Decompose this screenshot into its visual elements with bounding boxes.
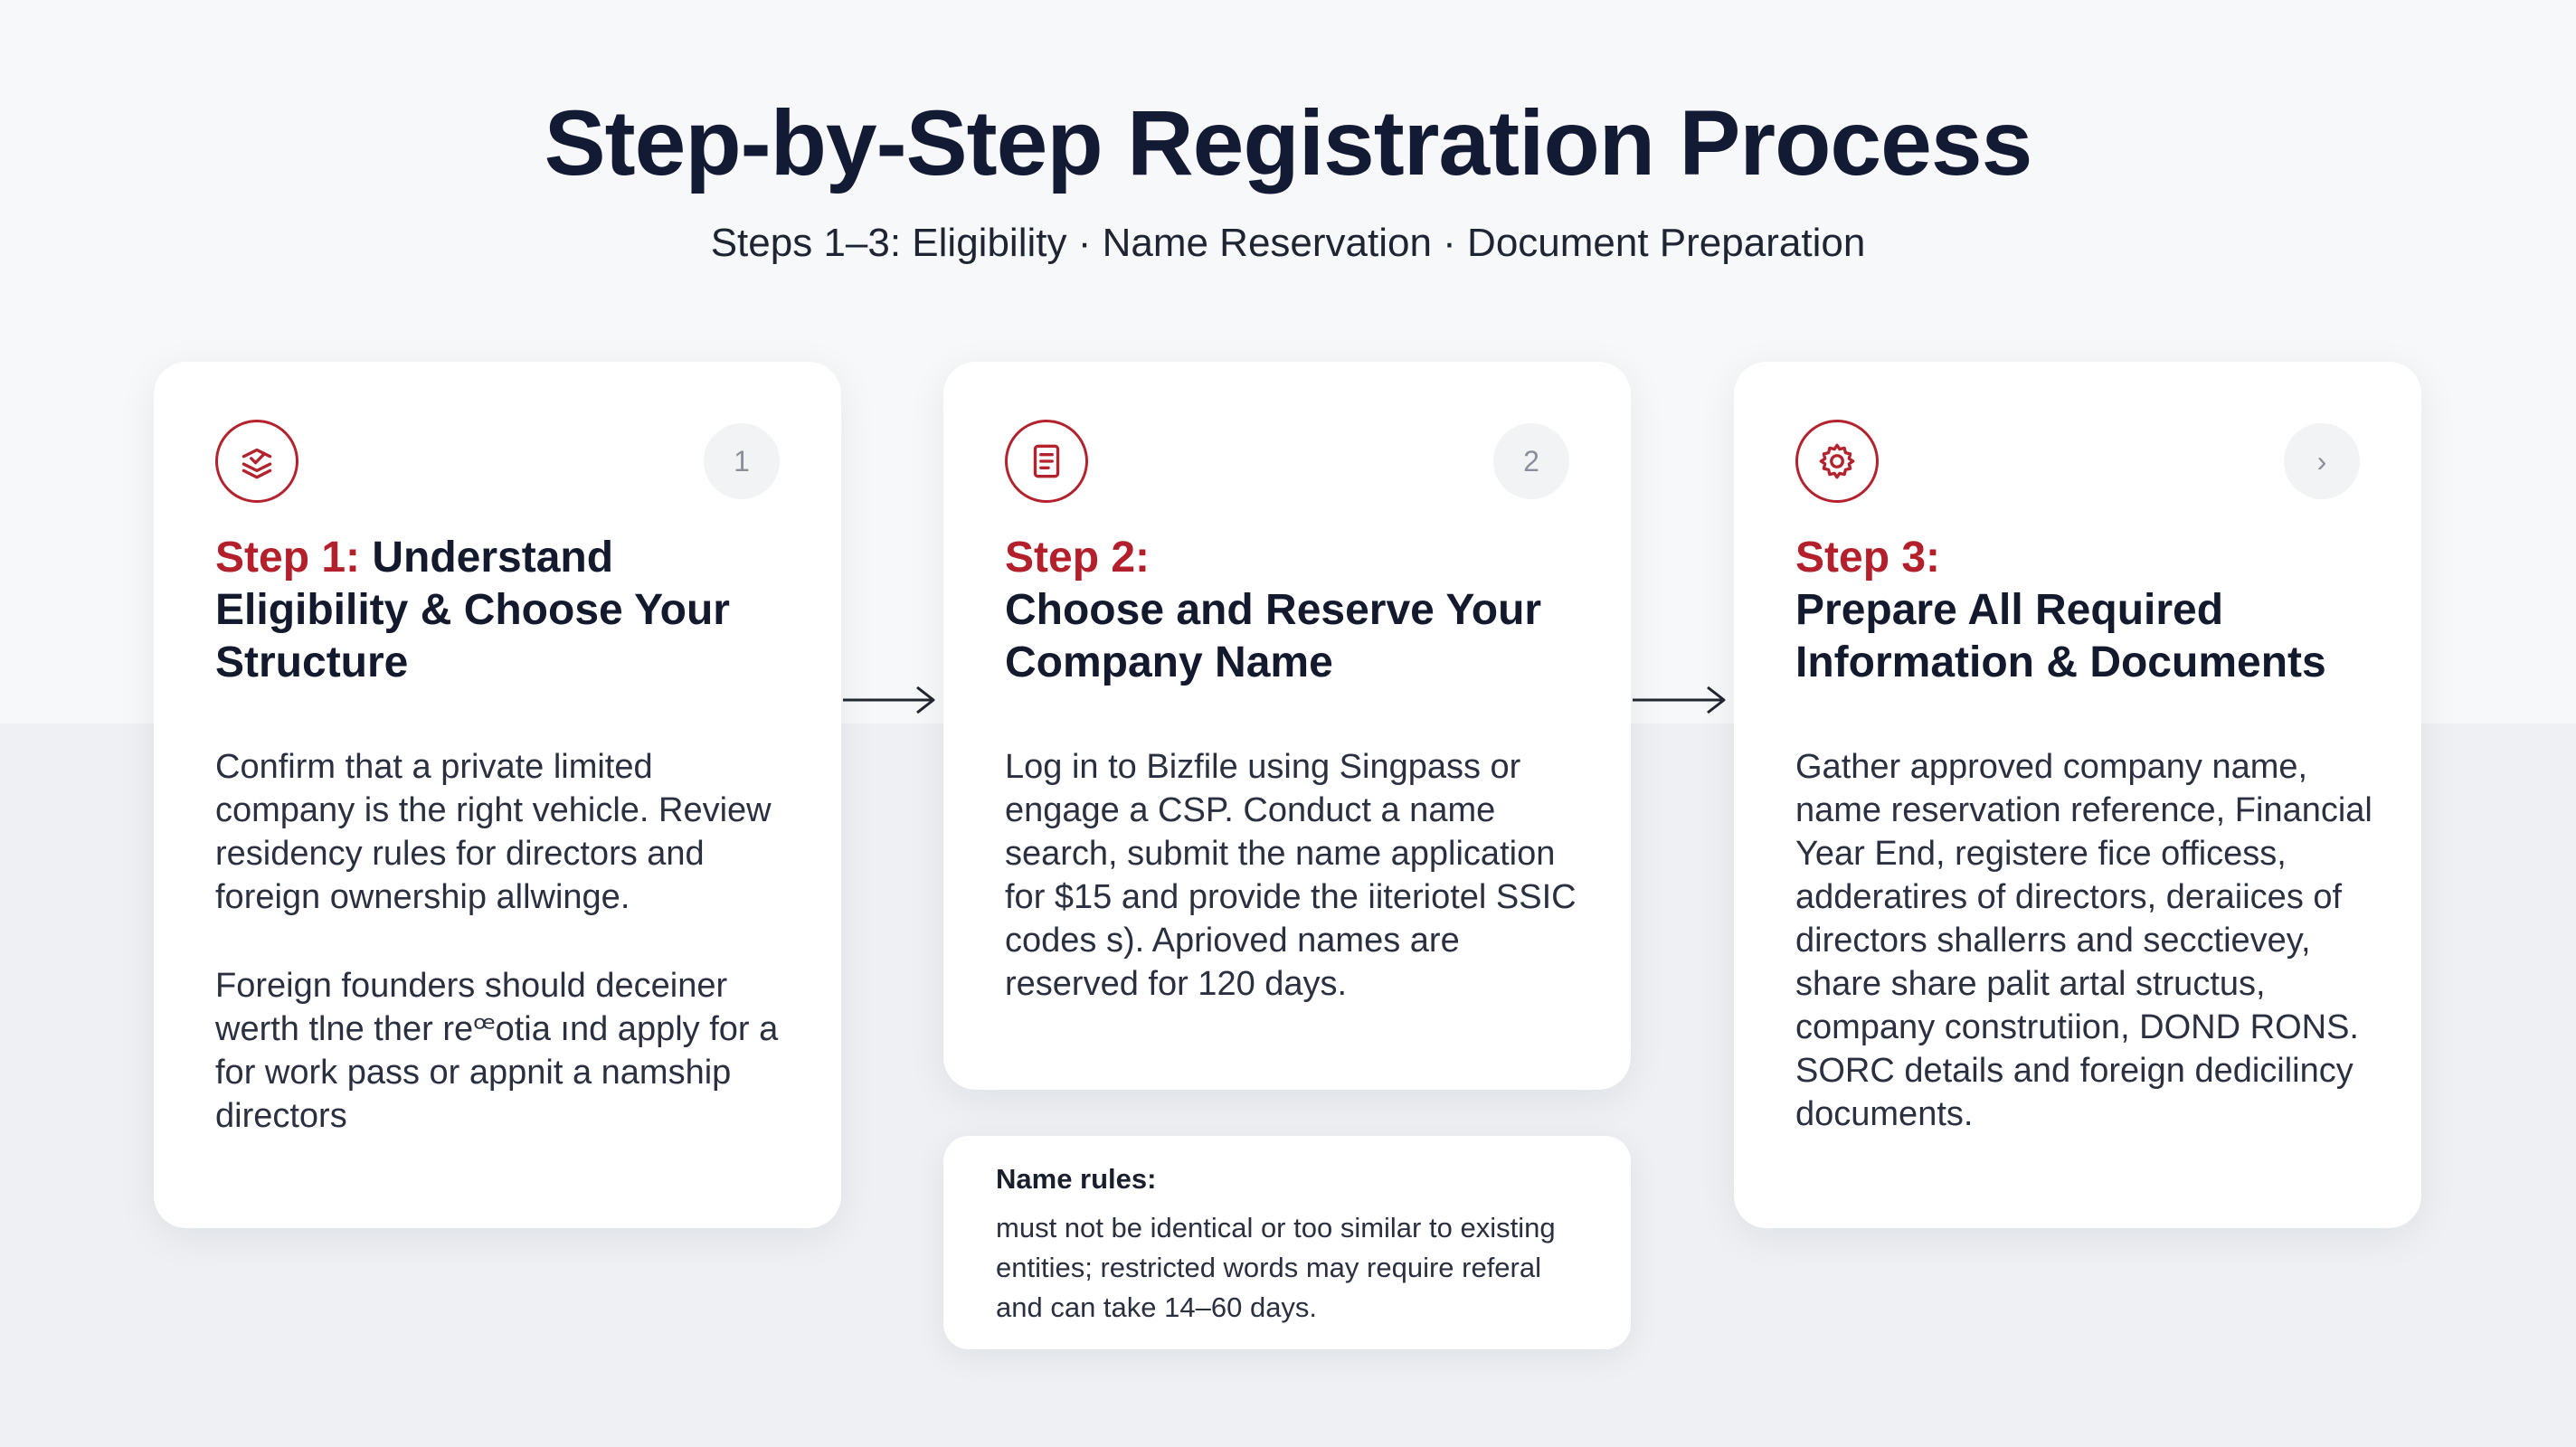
- step-card-1: 1 Step 1: Understand Eligibility & Choos…: [154, 362, 841, 1228]
- step-description: Confirm that a private limited company i…: [215, 748, 772, 916]
- step-title: Step 3: Prepare All Required Information…: [1795, 532, 2392, 689]
- step-number-badge: 1: [704, 423, 780, 499]
- arrow-right-icon: [1633, 686, 1726, 714]
- page-subtitle: Steps 1–3: Eligibility · Name Reservatio…: [710, 221, 1866, 265]
- chevron-right-icon: ›: [2284, 423, 2360, 499]
- step-card-3: › Step 3: Prepare All Required Informati…: [1734, 362, 2421, 1228]
- name-rules-note: Name rules: must not be identical or too…: [943, 1136, 1631, 1349]
- step-label: Step 3:: [1795, 534, 1941, 582]
- step-label: Step 2:: [1005, 534, 1151, 582]
- gear-icon: [1795, 420, 1879, 503]
- step-heading: Choose and Reserve Your Company Name: [1005, 586, 1542, 686]
- step-description: Gather approved company name, name reser…: [1795, 748, 2372, 1133]
- arrow-right-icon: [843, 686, 935, 714]
- step-title: Step 1: Understand Eligibility & Choose …: [215, 532, 812, 689]
- step-note-text: Foreign founders should deceiner werth t…: [215, 967, 779, 1135]
- layers-check-icon: [215, 420, 298, 503]
- page-title: Step-by-Step Registration Process: [544, 91, 2033, 194]
- step-heading: Prepare All Required Information & Docum…: [1795, 586, 2326, 686]
- step-number-badge: 2: [1493, 423, 1569, 499]
- step-card-2: 2 Step 2: Choose and Reserve Your Compan…: [943, 362, 1631, 1090]
- step-title: Step 2: Choose and Reserve Your Company …: [1005, 532, 1602, 689]
- note-title: Name rules:: [996, 1163, 1157, 1195]
- document-icon: [1005, 420, 1088, 503]
- step-description: Log in to Bizfile using Singpass or enga…: [1005, 748, 1577, 1003]
- step-label: Step 1:: [215, 534, 361, 582]
- step-heading: Understand Eligibility & Choose Your Str…: [215, 534, 730, 686]
- note-body: must not be identical or too similar to …: [996, 1212, 1556, 1323]
